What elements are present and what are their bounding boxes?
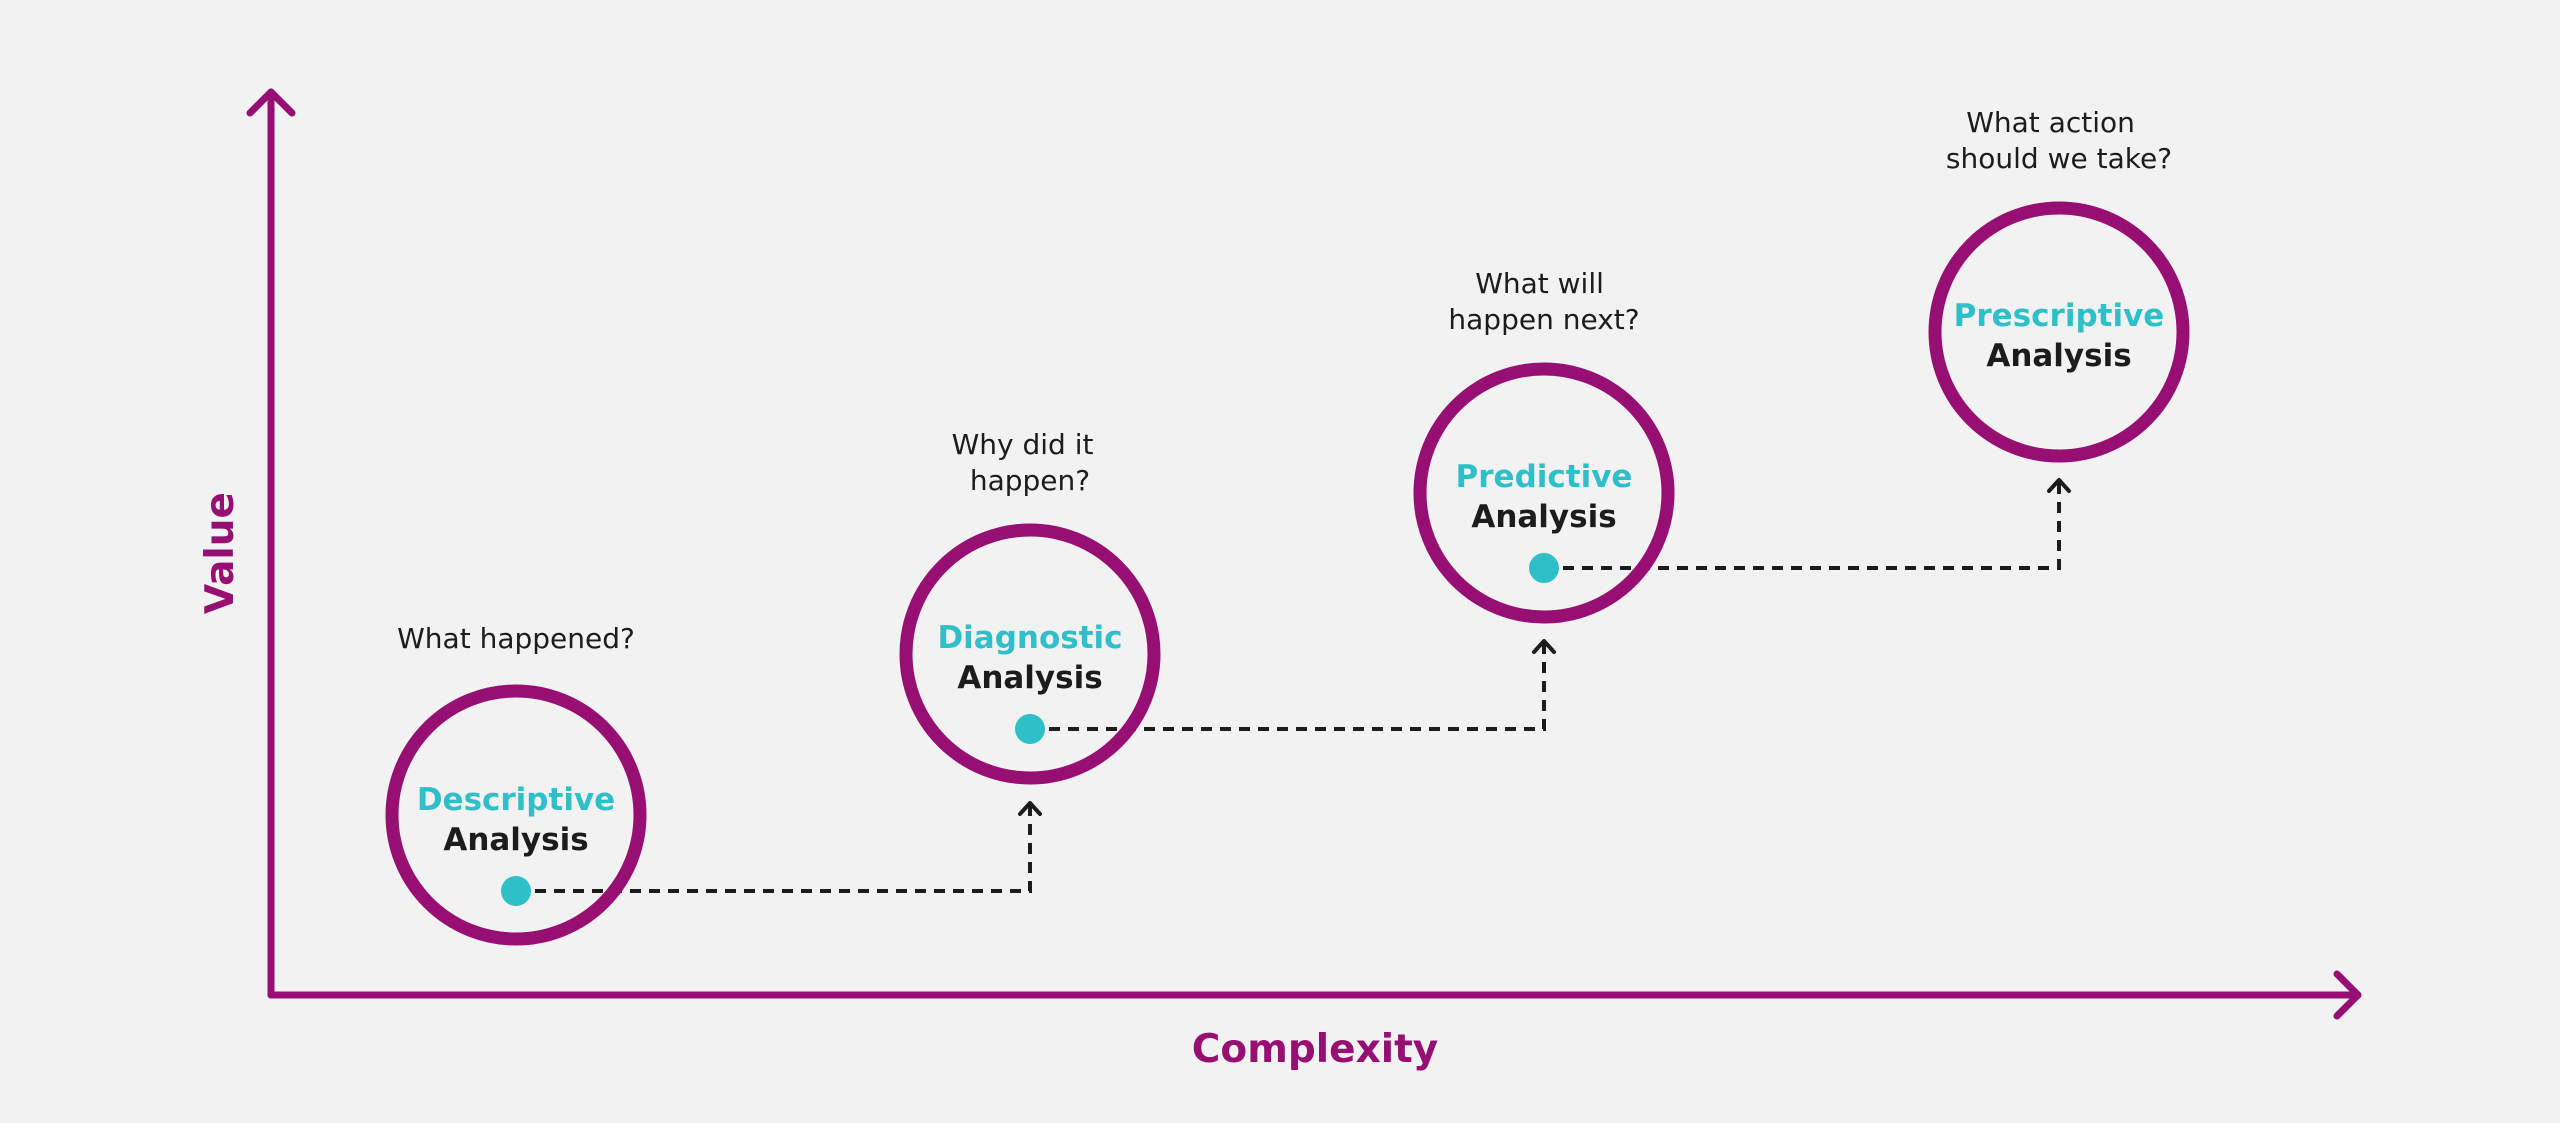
stage-type-label: Diagnostic (937, 620, 1122, 656)
stage-question: Why did it happen? (952, 428, 1103, 497)
question-line: What will (1475, 267, 1604, 300)
x-axis-label: Complexity (1192, 1027, 1438, 1072)
connector-2-arrowhead (1532, 639, 1556, 654)
stage-dot (501, 876, 531, 906)
stage-type-label: Predictive (1456, 459, 1633, 495)
stage-word-label: Analysis (443, 822, 588, 858)
stage-ring (1928, 201, 2190, 463)
x-axis: Complexity (267, 970, 2362, 1072)
stage-question: What action should we take? (1946, 106, 2172, 175)
connector-1 (516, 801, 1042, 893)
stage-dot (1015, 714, 1045, 744)
stage-type-label: Prescriptive (1954, 298, 2165, 334)
y-axis-arrowhead (246, 88, 296, 117)
stage-predictive: Predictive Analysis What will happen nex… (1413, 267, 1675, 624)
y-axis-label: Value (198, 492, 243, 614)
stage-ring (1413, 362, 1675, 624)
question-line: should we take? (1946, 142, 2172, 175)
question-line: happen? (970, 464, 1090, 497)
stage-word-label: Analysis (1471, 499, 1616, 535)
stage-question: What will happen next? (1448, 267, 1639, 336)
stage-question: What happened? (397, 622, 635, 655)
x-axis-arrowhead (2333, 970, 2362, 1020)
stage-dot (1529, 553, 1559, 583)
question-line: What happened? (397, 622, 635, 655)
connector-3-arrowhead (2047, 478, 2071, 493)
stage-word-label: Analysis (957, 660, 1102, 696)
connector-3 (1544, 478, 2071, 570)
stage-word-label: Analysis (1986, 338, 2131, 374)
connector-1-arrowhead (1018, 801, 1042, 816)
stage-ring (385, 684, 647, 946)
stage-prescriptive: Prescriptive Analysis What action should… (1928, 106, 2190, 463)
stage-diagnostic: Diagnostic Analysis Why did it happen? (899, 428, 1161, 785)
question-line: Why did it (952, 428, 1094, 461)
connector-2 (1030, 639, 1556, 731)
question-line: What action (1966, 106, 2135, 139)
y-axis: Value (198, 88, 296, 999)
stage-ring (899, 523, 1161, 785)
stage-type-label: Descriptive (417, 782, 615, 818)
question-line: happen next? (1448, 303, 1639, 336)
stage-descriptive: Descriptive Analysis What happened? (385, 622, 647, 946)
